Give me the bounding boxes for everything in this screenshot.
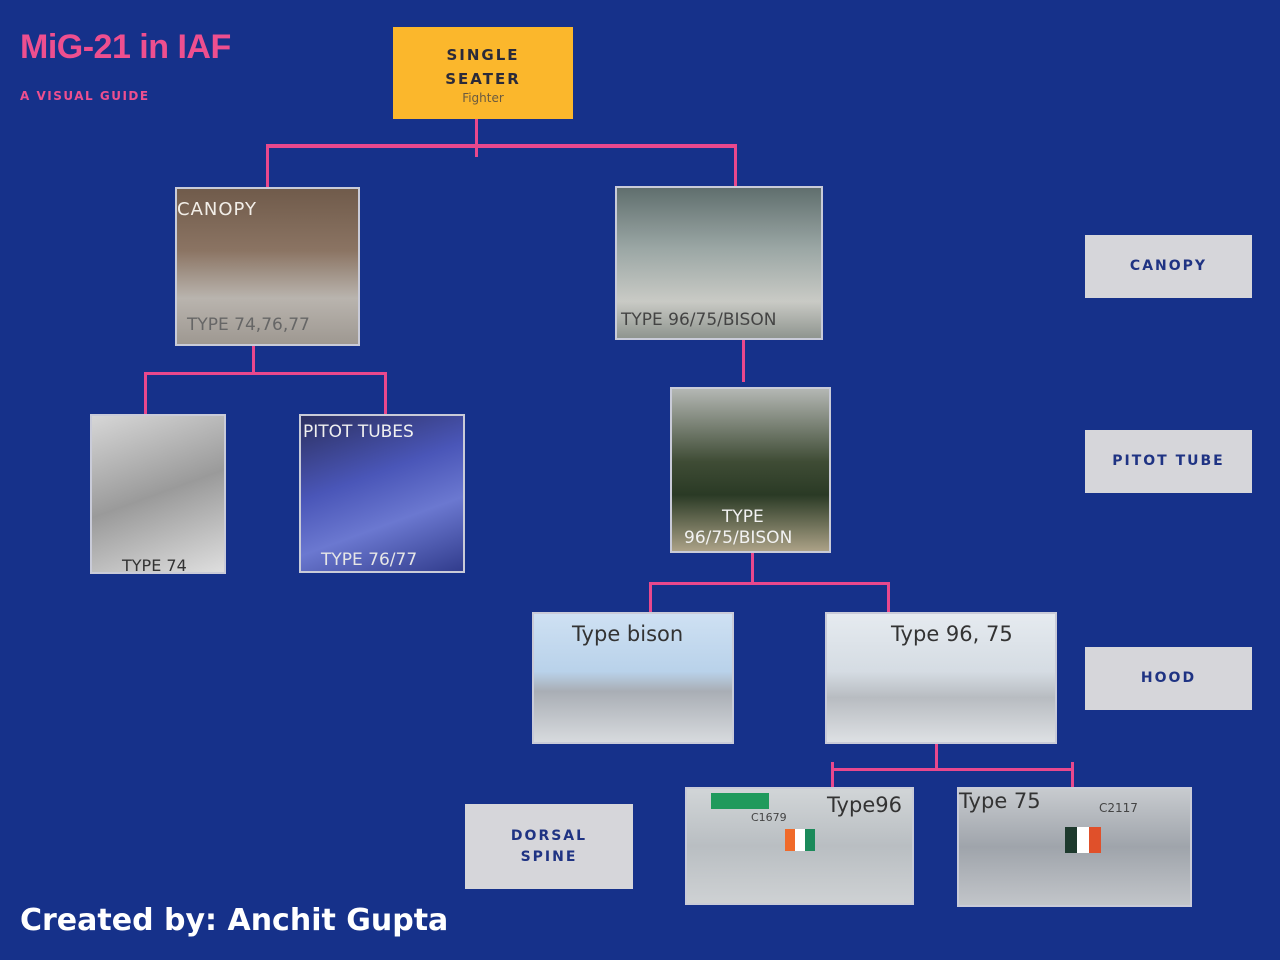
connector: [1071, 762, 1074, 788]
photo-hood-type-bison: Type bison: [532, 612, 734, 744]
photo-label-top: Type96: [827, 793, 902, 817]
connector: [384, 372, 387, 414]
legend-dorsal-line2: SPINE: [520, 848, 578, 865]
root-node-single-seater: SINGLE SEATER Fighter: [393, 27, 573, 119]
photo-pitot-type-96-75-bison: TYPE 96/75/BISON: [670, 387, 831, 553]
connector: [266, 144, 269, 188]
legend-canopy: CANOPY: [1085, 235, 1252, 298]
photo-dorsal-type75: Type 75 C2117: [957, 787, 1192, 907]
photo-label-bottom: TYPE 74: [122, 556, 187, 574]
photo-label-bottom-2: 96/75/BISON: [684, 528, 793, 548]
connector: [831, 762, 834, 788]
connector: [144, 372, 147, 414]
connector: [734, 144, 737, 187]
root-sub: Fighter: [462, 91, 504, 105]
photo-label-bottom: TYPE 76/77: [321, 550, 418, 570]
legend-pitot-label: PITOT TUBE: [1112, 453, 1225, 469]
photo-dorsal-type96: C1679 Type96: [685, 787, 914, 905]
photo-hood-type-96-75: Type 96, 75: [825, 612, 1057, 744]
aircraft-serial: C1679: [751, 811, 787, 824]
legend-pitot-tube: PITOT TUBE: [1085, 430, 1252, 493]
photo-label-top: CANOPY: [177, 199, 257, 220]
photo-label-top: Type 96, 75: [891, 622, 1013, 646]
photo-canopy-type-96-75-bison: TYPE 96/75/BISON: [615, 186, 823, 340]
connector: [831, 768, 1074, 771]
connector: [649, 582, 890, 585]
connector: [252, 346, 255, 374]
fin-flash-green: [711, 793, 769, 809]
connector: [935, 744, 938, 770]
photo-label-top: Type bison: [572, 622, 684, 646]
tricolour-flag-icon: [1065, 827, 1101, 853]
legend-canopy-label: CANOPY: [1129, 258, 1208, 274]
connector: [887, 582, 890, 612]
photo-label-bottom: TYPE 96/75/BISON: [621, 310, 777, 330]
tricolour-flag-icon: [785, 829, 815, 851]
legend-hood: HOOD: [1085, 647, 1252, 710]
photo-label-top: PITOT TUBES: [303, 422, 414, 442]
root-line2: SEATER: [445, 70, 521, 88]
footer-credit: Created by: Anchit Gupta: [20, 903, 449, 938]
photo-label-bottom: TYPE 74,76,77: [187, 315, 310, 335]
root-line1: SINGLE: [446, 46, 520, 64]
photo-label-top: Type 75: [959, 789, 1041, 813]
photo-canopy-type-74-76-77: CANOPY TYPE 74,76,77: [175, 187, 360, 346]
photo-pitot-tubes-type-76-77: PITOT TUBES TYPE 76/77: [299, 414, 465, 573]
photo-label-bottom-1: TYPE: [722, 507, 764, 527]
connector: [475, 119, 478, 157]
legend-hood-label: HOOD: [1140, 670, 1197, 686]
connector: [266, 144, 737, 148]
connector: [144, 372, 387, 375]
legend-dorsal-spine: DORSAL SPINE: [465, 804, 633, 889]
connector: [751, 553, 754, 583]
legend-dorsal-line1: DORSAL: [510, 827, 588, 844]
page-title: MiG-21 in IAF: [20, 28, 231, 66]
aircraft-serial: C2117: [1099, 801, 1138, 815]
connector: [742, 340, 745, 382]
page-subtitle: A VISUAL GUIDE: [20, 89, 150, 103]
connector: [649, 582, 652, 612]
photo-pitot-type-74: TYPE 74: [90, 414, 226, 574]
